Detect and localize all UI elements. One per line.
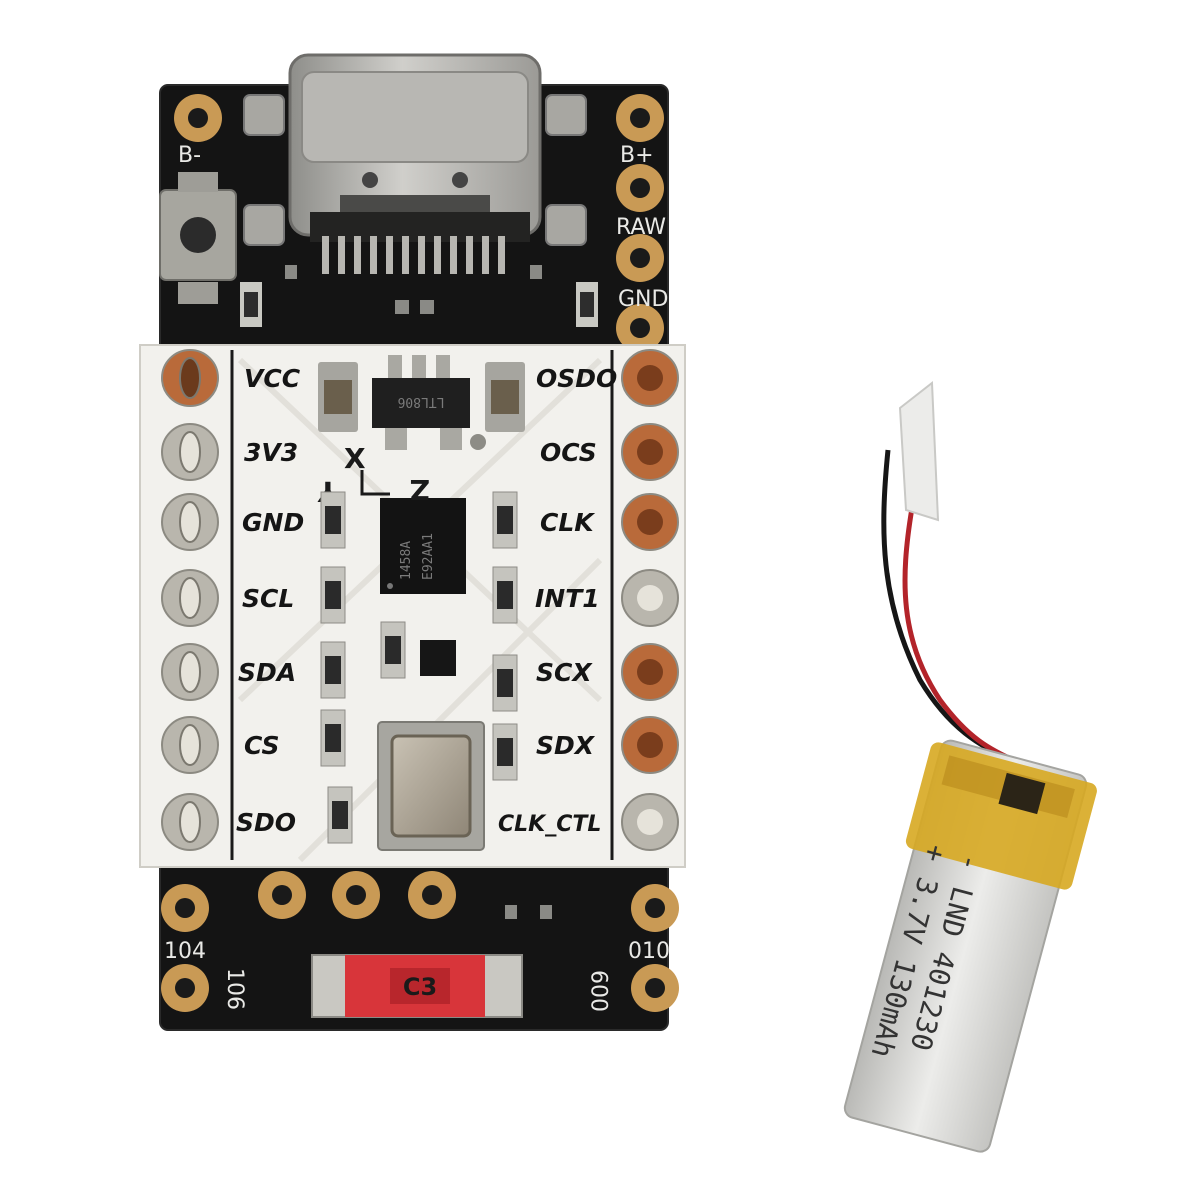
solder-pad xyxy=(332,871,380,919)
pin-label-left: VCC xyxy=(244,364,301,393)
label-raw: RAW xyxy=(616,215,666,240)
smd-resistor xyxy=(492,723,518,781)
usb-pin xyxy=(482,236,489,274)
solder-pad xyxy=(616,94,664,142)
sensor-pin-right xyxy=(621,716,679,774)
pin-label-left: SCL xyxy=(242,584,294,613)
smd-resistor xyxy=(492,654,518,712)
label-b-plus: B+ xyxy=(620,143,654,168)
small-chip xyxy=(420,640,456,676)
sensor-pin-left xyxy=(161,423,219,481)
solder-pad xyxy=(258,871,306,919)
sensor-pin-right xyxy=(621,493,679,551)
sensor-pin-left xyxy=(161,569,219,627)
usb-pin xyxy=(402,236,409,274)
solder-pad xyxy=(161,964,209,1012)
voltage-regulator: LTL806 xyxy=(372,355,470,450)
smd-resistor xyxy=(492,491,518,549)
sensor-pin-right xyxy=(621,349,679,407)
sensor-pin-left xyxy=(161,349,219,407)
solder-pad xyxy=(161,884,209,932)
sensor-pin-left xyxy=(161,493,219,551)
pin-label-left: SDO xyxy=(236,808,296,837)
smd-resistor xyxy=(320,491,346,549)
pin-label-right: CLK_CTL xyxy=(498,812,601,837)
usb-pin xyxy=(322,236,329,274)
regulator-marking: LTL806 xyxy=(398,394,445,409)
reset-button xyxy=(159,172,237,304)
solder-pad xyxy=(631,964,679,1012)
solder-pad xyxy=(616,234,664,282)
usb-pin xyxy=(338,236,345,274)
usb-c-pins xyxy=(322,236,505,274)
label-010: 010 xyxy=(628,939,670,964)
battery: - LND 401230 + 3.7V 130mAh xyxy=(843,739,1097,1153)
sensor-board xyxy=(139,344,686,868)
sensor-pin-right xyxy=(621,423,679,481)
smd-resistor xyxy=(320,709,346,767)
main-board-smd-parts xyxy=(240,265,598,919)
sensor-pin-right xyxy=(621,569,679,627)
solder-pad xyxy=(408,871,456,919)
label-gnd-top: GND xyxy=(618,287,668,312)
sensor-pin-right xyxy=(621,793,679,851)
usb-c-connector xyxy=(243,53,587,246)
pin-label-left: GND xyxy=(242,508,304,537)
sensor-pin-left xyxy=(161,793,219,851)
imu-chip-line-1: 1458A xyxy=(399,541,414,580)
usb-pin xyxy=(370,236,377,274)
label-106: 106 xyxy=(222,968,247,1010)
smd-resistor xyxy=(327,786,353,844)
solder-pad xyxy=(631,884,679,932)
c3-label: C3 xyxy=(403,973,437,1001)
sensor-pin-right xyxy=(621,643,679,701)
capacitors-top xyxy=(318,362,525,450)
label-009: 009 xyxy=(589,970,614,1012)
pin-label-right: SCX xyxy=(536,658,593,687)
pin-label-right: CLK xyxy=(540,508,595,537)
pin-label-right: INT1 xyxy=(535,584,600,613)
smd-resistor xyxy=(492,566,518,624)
battery-wires xyxy=(881,381,1019,765)
sensor-pin-left xyxy=(161,716,219,774)
axis-z: Z xyxy=(410,473,430,506)
wire-tape xyxy=(898,381,940,522)
usb-pin xyxy=(466,236,473,274)
imu-chip: 1458A E92AA1 xyxy=(380,498,466,594)
solder-pad xyxy=(174,94,222,142)
usb-pin xyxy=(418,236,425,274)
smd-resistor xyxy=(320,641,346,699)
crystal-oscillator xyxy=(377,721,485,851)
label-b-minus: B- xyxy=(178,143,201,168)
solder-pad xyxy=(616,164,664,212)
sensor-pin-left xyxy=(161,643,219,701)
smd-resistor xyxy=(380,621,406,679)
pin-label-right: SDX xyxy=(536,731,596,760)
usb-pin xyxy=(450,236,457,274)
pin-label-left: 3V3 xyxy=(244,438,298,467)
pin-label-left: SDA xyxy=(238,658,296,687)
axis-x: X xyxy=(344,442,366,475)
pin-label-right: OSDO xyxy=(536,364,617,393)
sensor-header-pins xyxy=(161,349,679,851)
usb-pin xyxy=(498,236,505,274)
pin-label-right: OCS xyxy=(540,438,597,467)
main-board-silkscreen: B- B+ RAW GND 104 010 106 009 xyxy=(164,143,670,1012)
usb-pin xyxy=(386,236,393,274)
main-board-pads xyxy=(161,94,679,1012)
imu-chip-line-2: E92AA1 xyxy=(421,533,436,580)
smd-resistor xyxy=(320,566,346,624)
usb-pin xyxy=(354,236,361,274)
sensor-passives xyxy=(320,491,518,844)
label-104: 104 xyxy=(164,939,206,964)
c3-fuse: C3 xyxy=(311,954,523,1018)
solder-pad xyxy=(616,304,664,352)
usb-pin xyxy=(434,236,441,274)
pin-label-left: CS xyxy=(244,731,279,760)
